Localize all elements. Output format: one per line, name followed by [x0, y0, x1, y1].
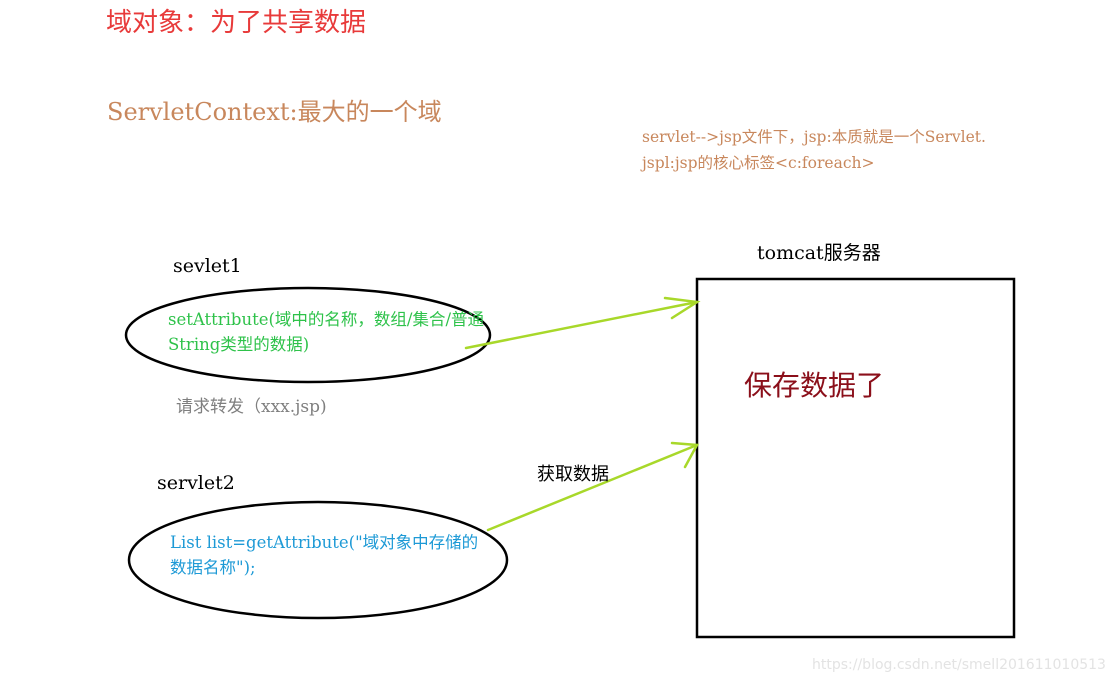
tomcat-server-label: tomcat服务器 [757, 242, 881, 264]
arrow-get-data [486, 441, 700, 532]
servlet1-set-attribute-text: setAttribute(域中的名称，数组/集合/普通String类型的数据) [168, 310, 485, 354]
page-title: 域对象：为了共享数据 [106, 8, 367, 38]
servlet2-label: servlet2 [157, 472, 235, 494]
request-forward-label: 请求转发（xxx.jsp) [176, 397, 327, 417]
arrow-set-attribute [464, 296, 701, 350]
get-data-label: 获取数据 [537, 464, 609, 485]
servlet1-label: sevlet1 [173, 255, 242, 277]
servlet2-get-attribute-text: List list=getAttribute("域对象中存储的数据名称"); [170, 533, 479, 577]
note-jsp: servlet-->jsp文件下，jsp:本质就是一个Servlet. [642, 128, 986, 146]
tomcat-server-box [695, 277, 1016, 639]
saved-data-text: 保存数据了 [744, 369, 885, 402]
servlet1-ellipse [124, 286, 492, 384]
note-jstl: jspl:jsp的核心标签<c:foreach> [642, 154, 875, 172]
subtitle: ServletContext:最大的一个域 [107, 98, 442, 126]
servlet2-ellipse [127, 500, 509, 620]
watermark: https://blog.csdn.net/smell201611010513 [812, 657, 1106, 673]
